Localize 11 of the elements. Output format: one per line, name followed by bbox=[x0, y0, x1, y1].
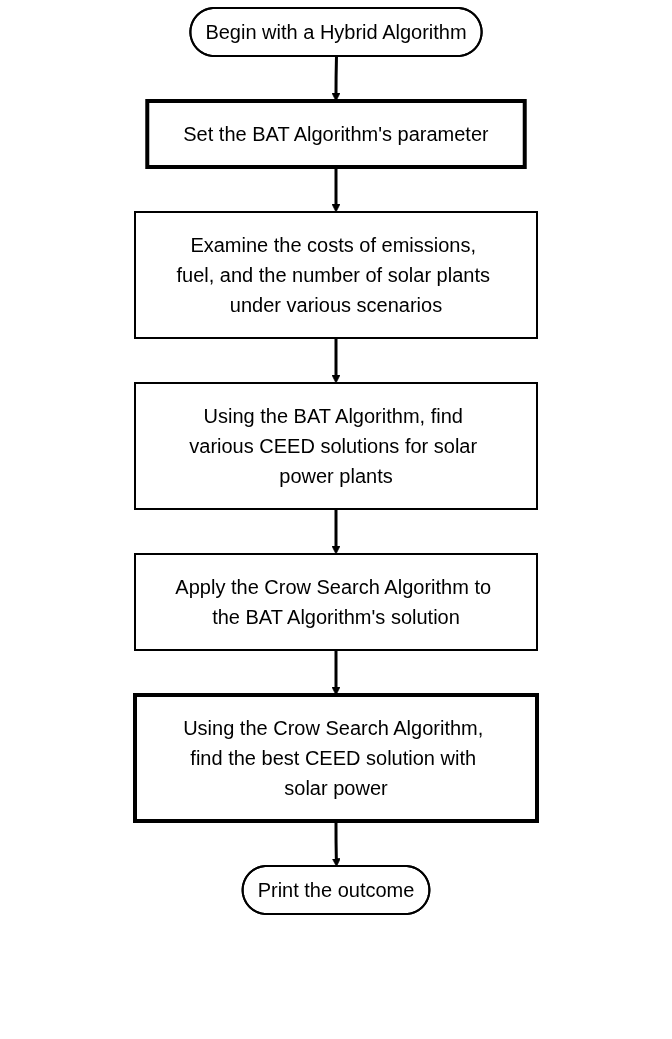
arrow bbox=[331, 650, 341, 696]
node-box: Set the BAT Algorithm's parameter bbox=[145, 99, 527, 169]
node-box: Using the BAT Algorithm, find various CEED solutions for solar power plants bbox=[134, 382, 538, 510]
node-box: Apply the Crow Search Algorithm to the BAT Algorithm's solution bbox=[134, 553, 538, 651]
arrow bbox=[331, 56, 341, 102]
node-box: Examine the costs of emissions, fuel, and the number of solar plants under various scenarios bbox=[134, 211, 538, 339]
arrow bbox=[331, 509, 341, 555]
arrow bbox=[331, 338, 341, 384]
arrow bbox=[331, 167, 341, 213]
arrow bbox=[331, 821, 341, 867]
node-box: Using the Crow Search Algorithm, find the best CEED solution with solar power bbox=[133, 693, 539, 823]
